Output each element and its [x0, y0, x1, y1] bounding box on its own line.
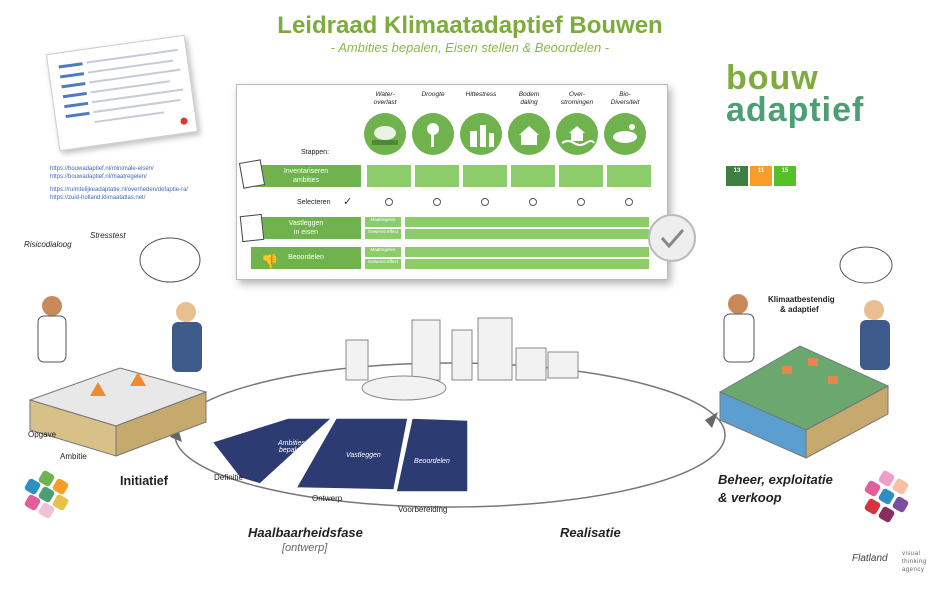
row-label-inventariseren: Inventariseren ambities — [251, 165, 361, 187]
matrix-cell-row — [405, 259, 649, 269]
label-opgave: Opgave — [28, 430, 57, 439]
matrix-cell — [511, 165, 555, 187]
sublabel-gewenst-effect-2: Gewenst effect — [365, 259, 401, 269]
label-beheer-line1: Beheer, exploitatie — [718, 472, 833, 487]
ambition-matrix-board: Water- overlast Droogte Hittestress Bode… — [236, 84, 668, 280]
matrix-cell — [367, 165, 411, 187]
segment-label-vastleggen: Vastleggen — [346, 452, 381, 459]
label-klimaatbestendig-line2: & adaptief — [780, 305, 819, 314]
segment-ambities — [210, 417, 334, 485]
segment-vastleggen — [294, 417, 409, 491]
label-stresstest: Stresstest — [90, 231, 126, 240]
hexagon-icons-left — [23, 469, 74, 520]
matrix-cell — [559, 165, 603, 187]
label-ontwerp-bracket: [ontwerp] — [282, 542, 328, 554]
column-header-bodemdaling: Bodem daling — [518, 91, 540, 106]
matrix-cell — [463, 165, 507, 187]
label-voorbereiding: Voorbereiding — [398, 505, 448, 514]
stappen-label: Stappen: — [301, 149, 330, 156]
sublabel-maatregelen-2: Maatregelen — [365, 247, 401, 257]
bouwadaptief-logo: bouw adaptief — [726, 59, 865, 129]
label-ontwerp: Ontwerp — [312, 494, 343, 503]
sun-drought-icon — [412, 113, 454, 155]
label-klimaatbestendig-line1: Klimaatbestendig — [768, 295, 835, 304]
tagline-thinking: thinking — [902, 559, 927, 565]
sdg-11-icon: 11 — [750, 166, 772, 186]
column-header-biodiversiteit: Bio- Diversiteit — [610, 91, 640, 106]
link-klimaatatlas[interactable]: https://zuid-holland.klimaatatlas.net/ — [50, 195, 146, 201]
select-radio-overstromingen[interactable] — [577, 198, 585, 206]
hexagon-icons-right — [863, 469, 914, 524]
select-radio-wateroverlast[interactable] — [385, 198, 393, 206]
matrix-cell-row — [405, 217, 649, 227]
select-radio-bodemdaling[interactable] — [529, 198, 537, 206]
cloud-rain-icon — [364, 113, 406, 155]
column-header-overstromingen: Over- stromingen — [560, 91, 594, 106]
select-radio-droogte[interactable] — [433, 198, 441, 206]
reference-links: https://bouwadaptief.nl/minimale-eisen/ … — [50, 165, 188, 202]
sublabel-maatregelen: Maatregelen — [365, 217, 401, 227]
label-beheer-line2: & verkoop — [718, 490, 782, 505]
page-subtitle: - Ambities bepalen, Eisen stellen & Beoo… — [330, 40, 610, 55]
flatland-logo: Flatland — [852, 553, 888, 564]
sublabel-gewenst-effect: Gewenst effect — [365, 229, 401, 239]
logo-line-2: adaptief — [726, 91, 865, 129]
tagline-visual: visual — [902, 551, 921, 557]
column-header-droogte: Droogte — [421, 91, 445, 98]
column-header-hittestress: Hittestress — [465, 91, 497, 98]
select-radio-hittestress[interactable] — [481, 198, 489, 206]
sinking-house-icon — [508, 113, 550, 155]
sdg-15-icon: 15 — [774, 166, 796, 186]
matrix-cell — [415, 165, 459, 187]
checkmark-icon: ✓ — [343, 196, 353, 208]
sdg-13-icon: 13 — [726, 166, 748, 186]
link-maatregelen[interactable]: https://bouwadaptief.nl/maatregelen/ — [50, 174, 147, 180]
label-haalbaarheidsfase: Haalbaarheidsfase — [248, 525, 363, 540]
row-label-selecteren: Selecteren — [297, 199, 331, 206]
page-title: Leidraad Klimaatadaptief Bouwen — [277, 12, 663, 39]
label-realisatie: Realisatie — [560, 525, 621, 540]
matrix-cell-row — [405, 247, 649, 257]
row-label-vastleggen: Vastleggen in eisen — [251, 217, 361, 239]
matrix-cell — [607, 165, 651, 187]
label-risicodialoog: Risicodialoog — [24, 240, 72, 249]
row-label-beoordelen: Beoordelen — [251, 247, 361, 269]
link-minimale-eisen[interactable]: https://bouwadaptief.nl/minimale-eisen/ — [50, 166, 154, 172]
matrix-cell-row — [405, 229, 649, 239]
label-initiatief: Initiatief — [120, 474, 168, 488]
label-definitie: Definitie — [214, 473, 243, 482]
label-ambitie: Ambitie — [60, 452, 87, 461]
link-ruimtelijke-adaptatie[interactable]: https://ruimtelijkeadaptatie.nl/overhede… — [50, 187, 189, 193]
approval-badge-icon — [648, 214, 696, 262]
flood-house-icon — [556, 113, 598, 155]
segment-beoordelen — [395, 417, 469, 493]
column-header-wateroverlast: Water- overlast — [373, 91, 397, 106]
biodiversity-icon — [604, 113, 646, 155]
thumbs-down-icon: 👎 — [261, 253, 279, 269]
select-radio-biodiversiteit[interactable] — [625, 198, 633, 206]
flatland-tagline: visual thinking agency — [902, 550, 927, 574]
segment-label-ambities: Ambities bepalen — [278, 440, 305, 454]
heat-city-icon — [460, 113, 502, 155]
tagline-agency: agency — [902, 567, 925, 573]
logo-line-1: bouw — [726, 59, 819, 97]
segment-label-beoordelen: Beoordelen — [414, 458, 450, 465]
